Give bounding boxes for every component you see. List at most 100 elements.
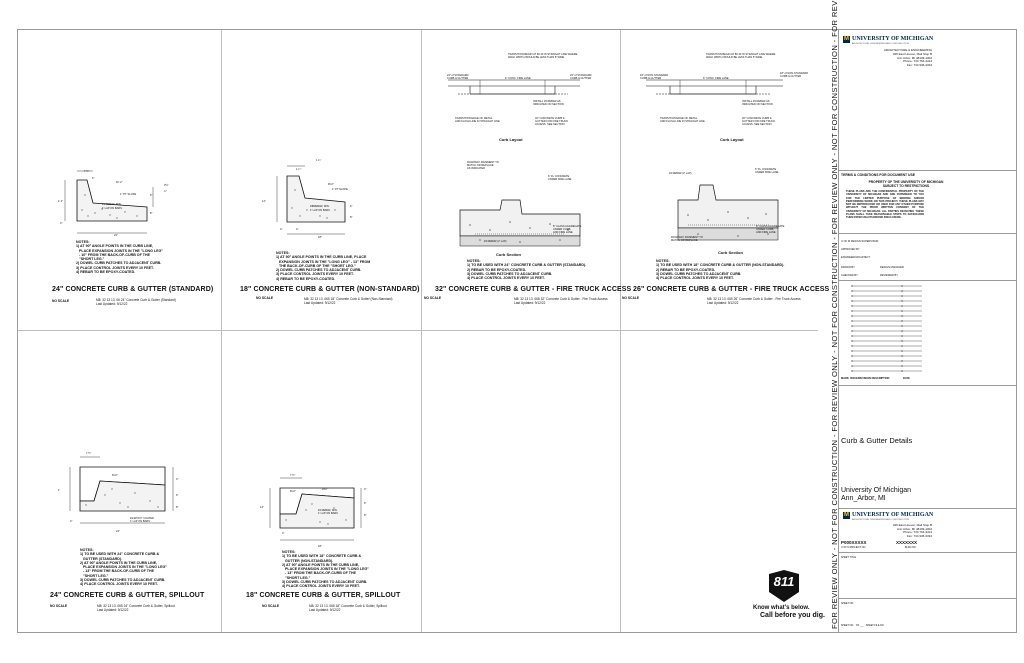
- detail-notes: NOTES: 1) TO BE USED WITH 18" CONCRETE C…: [656, 259, 785, 281]
- review-stamp-vertical: FOR REVIEW ONLY - NOT FOR CONSTRUCTION -…: [822, 0, 839, 629]
- column-divider: [221, 30, 222, 632]
- dept-address: 326 East Hoover, Mail Stop B Ann Arbor, …: [892, 523, 932, 538]
- label-radius-left: R=2": [290, 490, 296, 493]
- revision-row-bullet: [851, 360, 853, 362]
- detail-notes: NOTES: 1) TO BE USED WITH 24" CONCRETE C…: [80, 548, 168, 587]
- revision-row-bullet: [901, 360, 903, 362]
- location-line-2: Ann_Arbor, MI: [841, 495, 886, 502]
- logo-text: UNIVERSITY OF MICHIGAN: [852, 36, 934, 42]
- label-18in: 18": [318, 545, 322, 548]
- label-6in: 6": [350, 205, 353, 208]
- revision-table-lines: [851, 285, 922, 372]
- anno-rebar-lap: #4 REBAR (2' LAP): [484, 240, 507, 243]
- revision-row-bullet: [901, 325, 903, 327]
- revision-row-bullet: [851, 325, 853, 327]
- revision-row-bullet: [851, 285, 853, 287]
- revision-row-bullet: [851, 290, 853, 292]
- shovel-icon: [769, 570, 799, 602]
- label-slope: 1" PT. SLOPE: [120, 193, 137, 196]
- revision-row-bullet: [851, 370, 853, 372]
- detail-title: 18" CONCRETE CURB & GUTTER (NON-STANDARD…: [240, 286, 420, 293]
- label-radius: R=2": [328, 183, 334, 186]
- detail-scale: NO SCALE: [622, 296, 640, 300]
- detail-updated: Last Updated: 9/12/22: [96, 302, 128, 306]
- curb-profile-drawing: [64, 170, 154, 234]
- detail-scale: NO SCALE: [424, 296, 442, 300]
- label-3in: 3": [364, 488, 367, 491]
- divider: [838, 598, 1017, 599]
- detail-title: 24" CONCRETE CURB & GUTTER (STANDARD): [52, 286, 214, 293]
- rev-header-date: DATE: [903, 377, 910, 380]
- anno-roadway: ROADWAY PAVEMENT TO MATCH OR REPLACE: [671, 236, 703, 243]
- revision-row-bullet: [851, 350, 853, 352]
- dig-line-1: Know what's below.: [753, 605, 810, 611]
- label-3in: 3": [176, 478, 179, 481]
- block-m-icon: M: [843, 36, 850, 43]
- subtitle-curb-layout: Curb Layout: [720, 137, 744, 142]
- label-7-half: 7 ½": [290, 474, 296, 477]
- revision-row-bullet: [901, 315, 903, 317]
- revision-row-bullet: [901, 365, 903, 367]
- anno-6-concrete: 6" FL CONCRETE UNDER FIRE LANE: [755, 168, 779, 175]
- label-rebar: #4 REBAR, MIN.: [310, 205, 330, 208]
- revision-row-bullet: [901, 320, 903, 322]
- label-4in: 4": [282, 532, 285, 535]
- detail-ref: M8: 32 13 13 .065 24" Concrete Curb & Gu…: [97, 604, 175, 608]
- detail-notes: NOTES: 1) TO BE USED WITH 18" CONCRETE C…: [282, 550, 370, 589]
- revision-row-bullet: [851, 355, 853, 357]
- label-6in: 6": [176, 494, 179, 497]
- detail-notes: NOTES: 1) AT 90° ANGLE POINTS IN THE CUR…: [276, 251, 371, 281]
- detail-ref: M8: 32 13 13 .065 18" Concrete Curb & Gu…: [309, 604, 387, 608]
- revision-row-bullet: [851, 310, 853, 312]
- label-radius-right: R=2": [322, 488, 328, 491]
- detail-updated: Last Updated: 9/12/22: [707, 301, 739, 305]
- label-1ft4: 1' 4": [58, 200, 64, 203]
- title-block: [838, 29, 1017, 633]
- divider: [838, 233, 1017, 234]
- logo-text: UNIVERSITY OF MICHIGAN: [852, 512, 934, 518]
- label-rebar: #4 EPOXY COATED 1' LAP ON BARS: [130, 517, 154, 524]
- revision-row-bullet: [851, 345, 853, 347]
- revision-row-bullet: [901, 355, 903, 357]
- location-line-1: University Of Michigan: [841, 487, 912, 494]
- anno-aggregate: 8" CLASS AGGREGATE UNDER CURB, AND FIRE …: [553, 225, 582, 235]
- anno-transition-edge: TRANSITION EDGE OF METAL AND FLUSH LINE …: [660, 117, 705, 124]
- revision-row-bullet: [901, 330, 903, 332]
- rev-header-description: ISSUE/REVISION DESCRIPTION: [850, 377, 890, 380]
- label-6in: 6": [92, 177, 95, 180]
- revision-row-bullet: [851, 300, 853, 302]
- label-3-half: 3½": [164, 184, 169, 187]
- label-8in: 8": [176, 506, 179, 509]
- revision-row-bullet: [851, 315, 853, 317]
- detail-updated: Last Updated: 9/12/22: [514, 301, 546, 305]
- label-8in: 8": [350, 216, 353, 219]
- anno-6-concrete: 6" FL CONCRETE UNDER FIRE LANE: [548, 175, 572, 182]
- detail-title: 18" CONCRETE CURB & GUTTER, SPILLOUT: [246, 592, 401, 599]
- sheet-title: Curb & Gutter Details: [841, 436, 913, 445]
- field-checked-by: CHECKED BY: [841, 274, 858, 277]
- label-18in: 18": [318, 236, 322, 239]
- revision-row-bullet: [901, 305, 903, 307]
- field-drawn-by: DRAWN BY: [841, 266, 855, 269]
- curb-profile-drawing: [269, 477, 362, 541]
- anno-rebar-lap: #4 REBAR (2' LAP): [669, 172, 692, 175]
- anno-aggregate: 8" CLASS AGGREGATE UNDER CURB, AND FIRE …: [756, 225, 785, 235]
- curb-layout-and-section-drawing: [646, 79, 783, 241]
- label-radius: R=2": [112, 474, 118, 477]
- revision-row-bullet: [851, 335, 853, 337]
- column-divider: [421, 30, 422, 632]
- revision-row-bullet: [851, 365, 853, 367]
- detail-updated: Last Updated: 9/12/22: [97, 608, 129, 612]
- revision-row-bullet: [901, 300, 903, 302]
- label-1ft: 1': [58, 489, 60, 492]
- field-reviewed-by: REVIEWED BY: [880, 274, 899, 277]
- label-1-3quarter: 1 ¾": [296, 168, 302, 171]
- label-lap: 1' LAP ON BARS: [310, 209, 330, 212]
- anno-18-nonstandard-left: 18" of NON-STANDARD CURB & GUTTER: [640, 74, 669, 81]
- label-rebar: #4 REBAR, MIN. 1' LAP ON BARS: [318, 509, 338, 516]
- revision-row-bullet: [901, 340, 903, 342]
- revision-row-bullet: [851, 340, 853, 342]
- bldg-label: BLDG NO.: [905, 546, 917, 549]
- revision-row-bullet: [901, 285, 903, 287]
- label-8in: 8": [150, 212, 153, 215]
